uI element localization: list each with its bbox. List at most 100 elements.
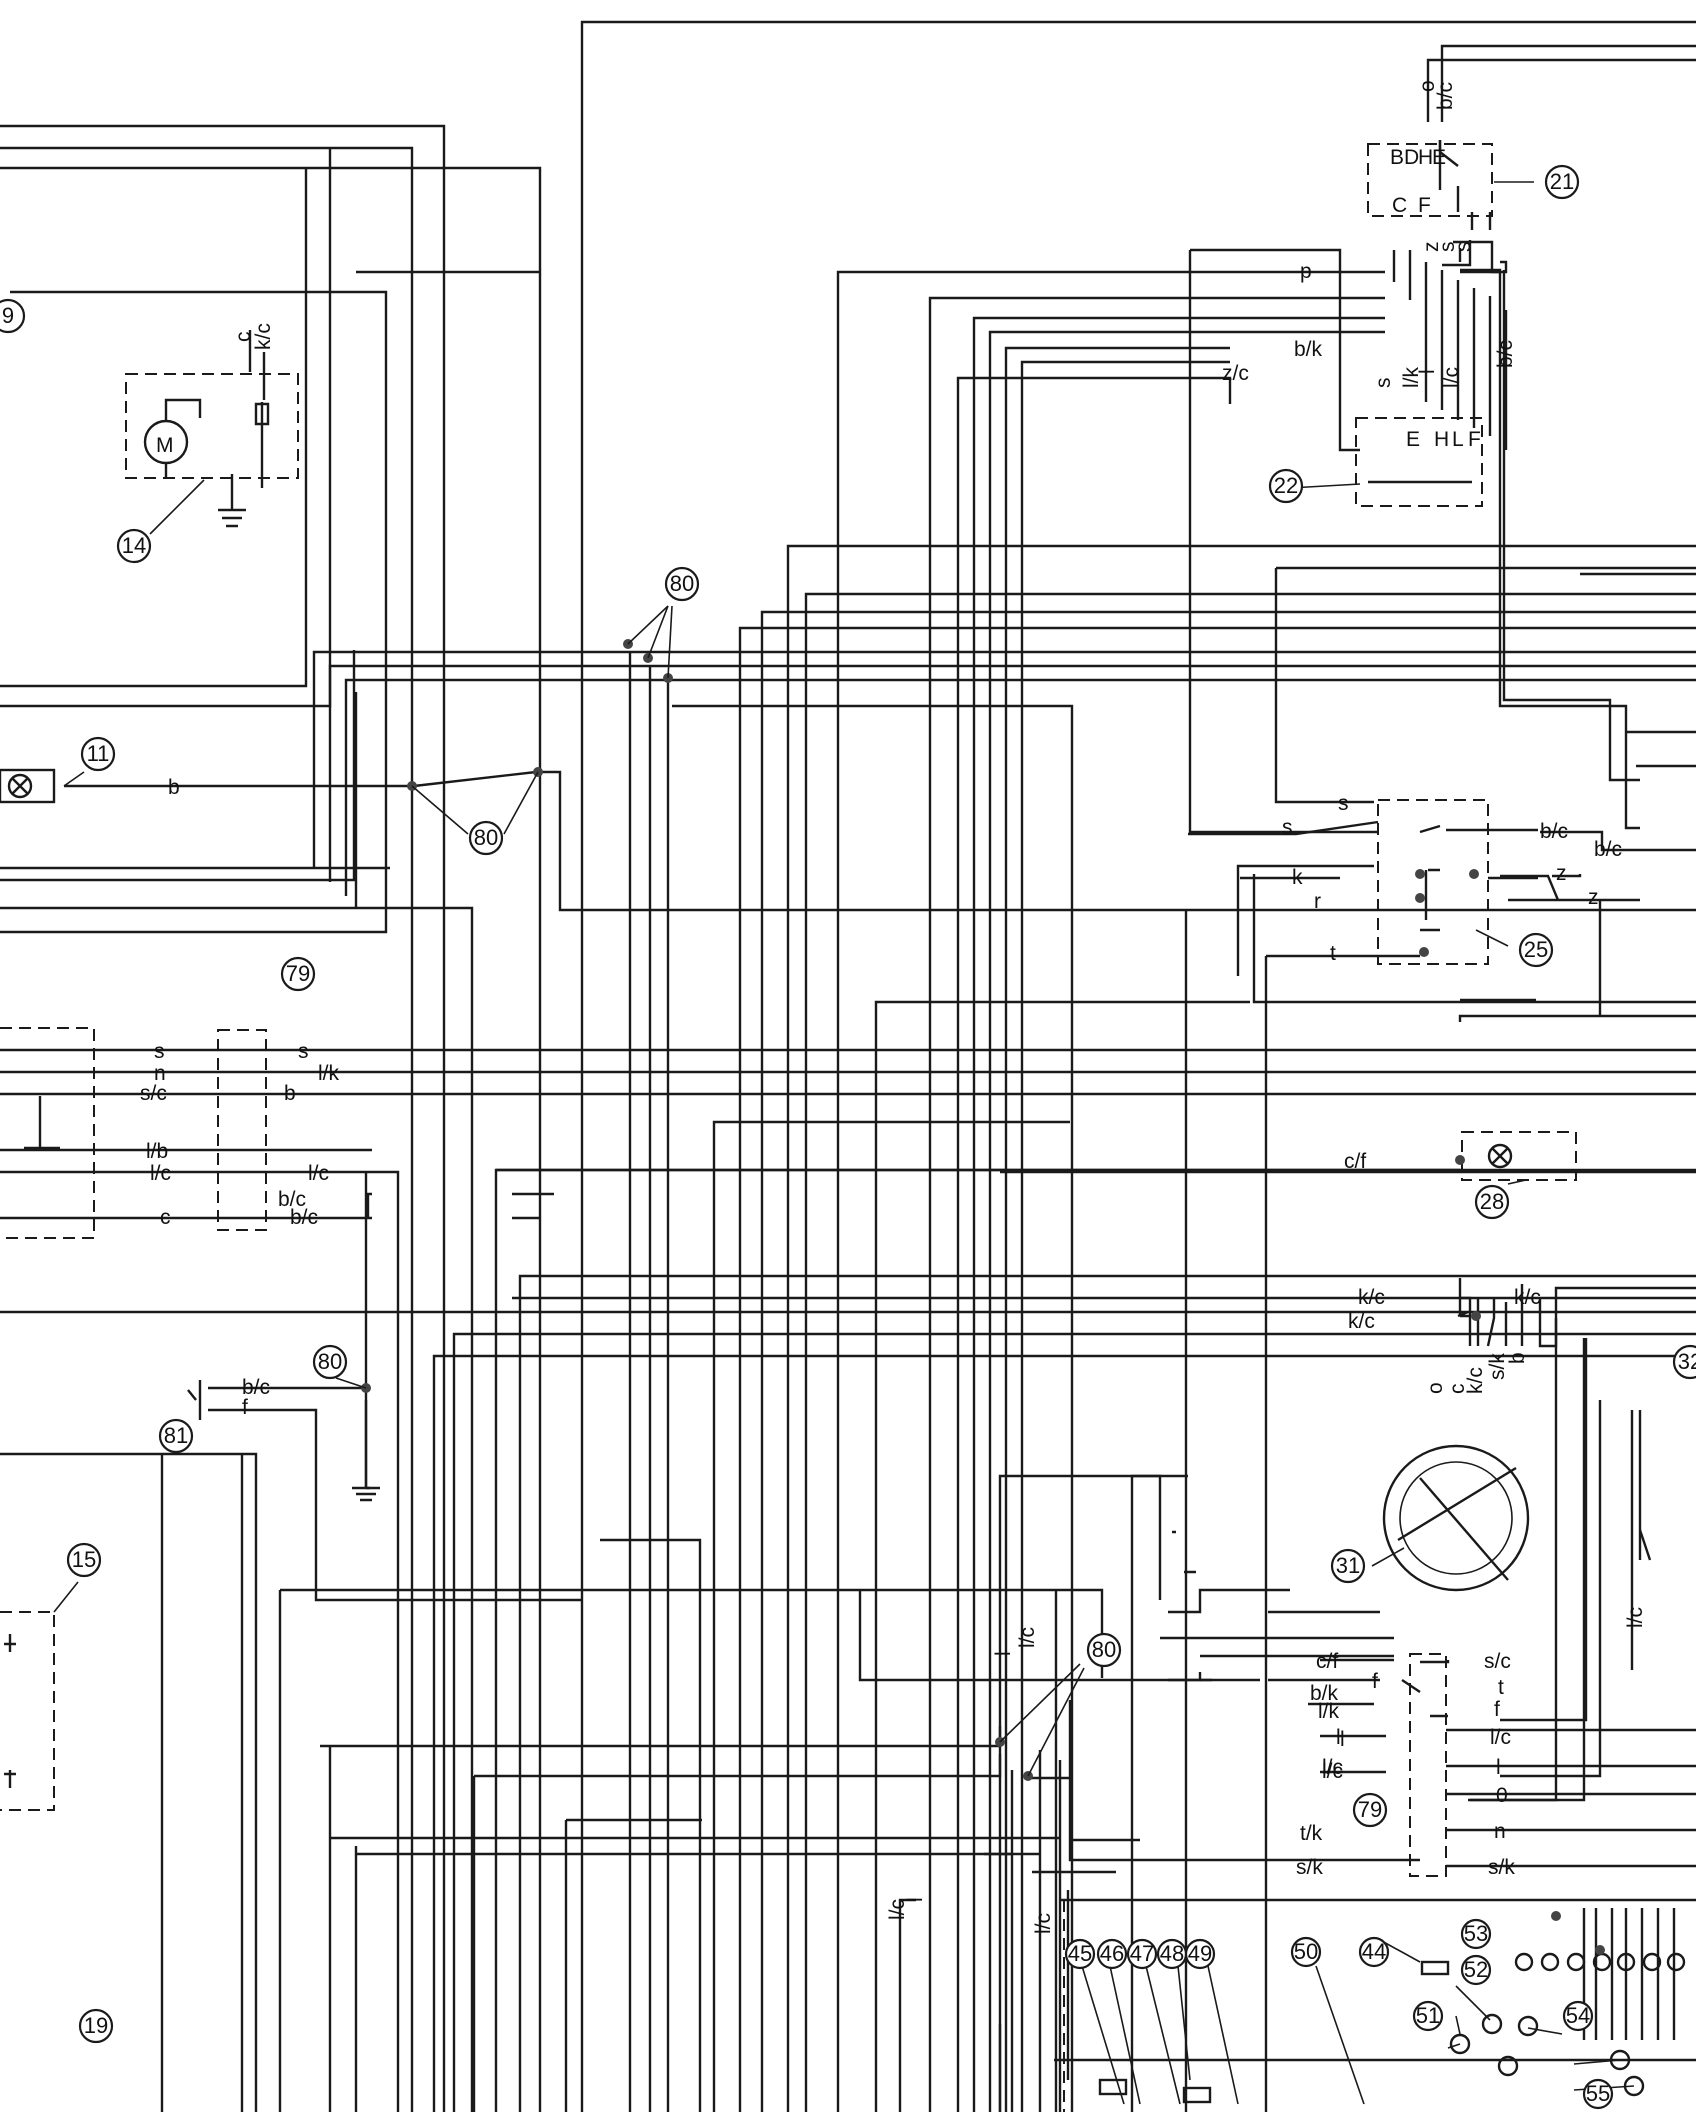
c22-letter-l: L <box>1452 428 1464 451</box>
callout-circle <box>1474 1184 1510 1220</box>
wire-label-ign-7: b <box>1506 1352 1529 1364</box>
c21-letter-e: E <box>1432 146 1446 169</box>
callout-c80c: 80 <box>312 1344 348 1380</box>
wire-label-79r-11: l/c <box>1490 1726 1511 1749</box>
callout-number: 51 <box>1416 2003 1440 2028</box>
callout-number: 79 <box>1358 1797 1382 1822</box>
motor-symbol-m: M <box>156 434 174 457</box>
wire-label-top-8: s <box>1372 378 1395 389</box>
callout-c79b: 79 <box>1352 1792 1388 1828</box>
callout-c45: 45 <box>1064 1938 1096 1970</box>
wire-label-relay25-5: b/c <box>1540 820 1568 843</box>
c21-letter-h: H <box>1418 146 1433 169</box>
wire-label-top-4: s <box>1452 242 1475 253</box>
callout-number: 80 <box>474 825 498 850</box>
callout-circle <box>1412 2000 1444 2032</box>
callout-number: 21 <box>1550 169 1574 194</box>
wire-label-top-10: l <box>1416 369 1439 374</box>
callout-c44: 44 <box>1358 1936 1390 1968</box>
wire-label-top-3: s <box>1436 242 1459 253</box>
callout-circle <box>1544 164 1580 200</box>
callout-circle <box>158 1418 194 1454</box>
callout-circle <box>1460 1954 1492 1986</box>
callout-circle <box>1358 1936 1390 1968</box>
callout-number: 47 <box>1130 1941 1154 1966</box>
callout-number: 81 <box>164 1423 188 1448</box>
callout-number: 80 <box>318 1349 342 1374</box>
c21-letter-f: F <box>1418 194 1431 217</box>
wire-label-top-0: o <box>1416 80 1439 92</box>
wire-label-ign-6: s/k <box>1486 1353 1509 1380</box>
callout-number: 45 <box>1068 1941 1092 1966</box>
wire-label-79l-5: c <box>160 1206 171 1229</box>
wire-label-relay25-4: t <box>1330 942 1336 965</box>
component-11-lamp <box>0 768 56 804</box>
component-21-switch <box>1367 140 1493 217</box>
callout-c52: 52 <box>1460 1954 1492 1986</box>
callout-circle <box>1330 1548 1366 1584</box>
wire-label-relay25-6: b/c <box>1594 838 1622 861</box>
component-25-relay <box>1377 799 1489 965</box>
wire-label-top-7: z/c <box>1222 362 1249 385</box>
wire-label-79r-0: c/f <box>1316 1650 1338 1673</box>
callout-number: 32 <box>1678 1349 1696 1374</box>
pointer-lines <box>53 181 1635 2105</box>
c21-letter-b: B <box>1390 146 1404 169</box>
wire-label-79r-2: f <box>1372 1670 1378 1693</box>
wire-label-top-9: l/k <box>1400 367 1423 389</box>
wire-label-bottom-left-0: b/c <box>242 1376 270 1399</box>
wire-label-vert-2: l/c <box>886 1899 909 1920</box>
ground-symbol-left <box>187 1380 202 1420</box>
callout-c15: 15 <box>66 1542 102 1578</box>
wire-label-79r-10: f <box>1494 1698 1500 1721</box>
callout-c51: 51 <box>1412 2000 1444 2032</box>
wire-label-79l-8: b <box>284 1082 296 1105</box>
wire-labels-connector79-left: s n s/c l/b l/c c s l/k b l/c b/c b/c <box>140 1040 340 1229</box>
callout-circle <box>1290 1936 1322 1968</box>
callout-number: 50 <box>1294 1939 1318 1964</box>
wire-label-79l-0: s <box>154 1040 165 1063</box>
wire-label-79l-7: l/k <box>318 1062 340 1085</box>
wire-labels-top: o b/c z s s p b/k z/c s l/k l l/c b/c c … <box>168 80 1517 799</box>
wire-label-79r-4: l <box>1340 1728 1345 1751</box>
callout-number: 9 <box>2 303 14 328</box>
callout-circle <box>1352 1792 1388 1828</box>
callout-c54: 54 <box>1562 2000 1594 2032</box>
callout-number: 79 <box>286 961 310 986</box>
wire-label-b-lamp11: b <box>168 776 180 799</box>
c22-letter-h: H <box>1434 428 1449 451</box>
wire-label-top-11: l/c <box>1440 367 1463 388</box>
callout-number: 31 <box>1336 1553 1360 1578</box>
wire-label-relay25-8: z <box>1588 886 1599 909</box>
wire-label-vert-4: l/c <box>1032 1913 1055 1934</box>
callout-number: 25 <box>1524 937 1548 962</box>
callout-number: 11 <box>87 741 110 766</box>
callout-c9: 9 <box>0 298 26 334</box>
callout-circle <box>78 2008 114 2044</box>
callout-c55: 55 <box>1582 2078 1614 2110</box>
component-22-switch <box>1355 417 1483 507</box>
callout-circle <box>66 1542 102 1578</box>
c22-letter-f: F <box>1468 428 1481 451</box>
wire-label-ign-4: c <box>1446 1384 1469 1395</box>
callout-c22: 22 <box>1268 468 1304 504</box>
wire-label-top-2: z <box>1420 242 1443 253</box>
wire-label-79r-3: l/k <box>1318 1700 1340 1723</box>
wire-label-79r-13: 0 <box>1496 1784 1508 1807</box>
callout-circle <box>80 736 116 772</box>
callout-c80d: 80 <box>1086 1632 1122 1668</box>
callout-c79a: 79 <box>280 956 316 992</box>
callout-c48: 48 <box>1156 1938 1188 1970</box>
wire-label-79r-5: l/c <box>1322 1760 1343 1783</box>
callout-number: 80 <box>1092 1637 1116 1662</box>
wire-label-top-1: b/c <box>1434 82 1457 110</box>
callout-circle <box>1582 2078 1614 2110</box>
callout-circle <box>1518 932 1554 968</box>
callout-c21: 21 <box>1544 164 1580 200</box>
wire-label-79r-12: l <box>1496 1756 1501 1779</box>
callout-c81: 81 <box>158 1418 194 1454</box>
component-14-motor <box>125 330 299 528</box>
wire-label-c-f-28: c/f <box>1344 1150 1366 1173</box>
